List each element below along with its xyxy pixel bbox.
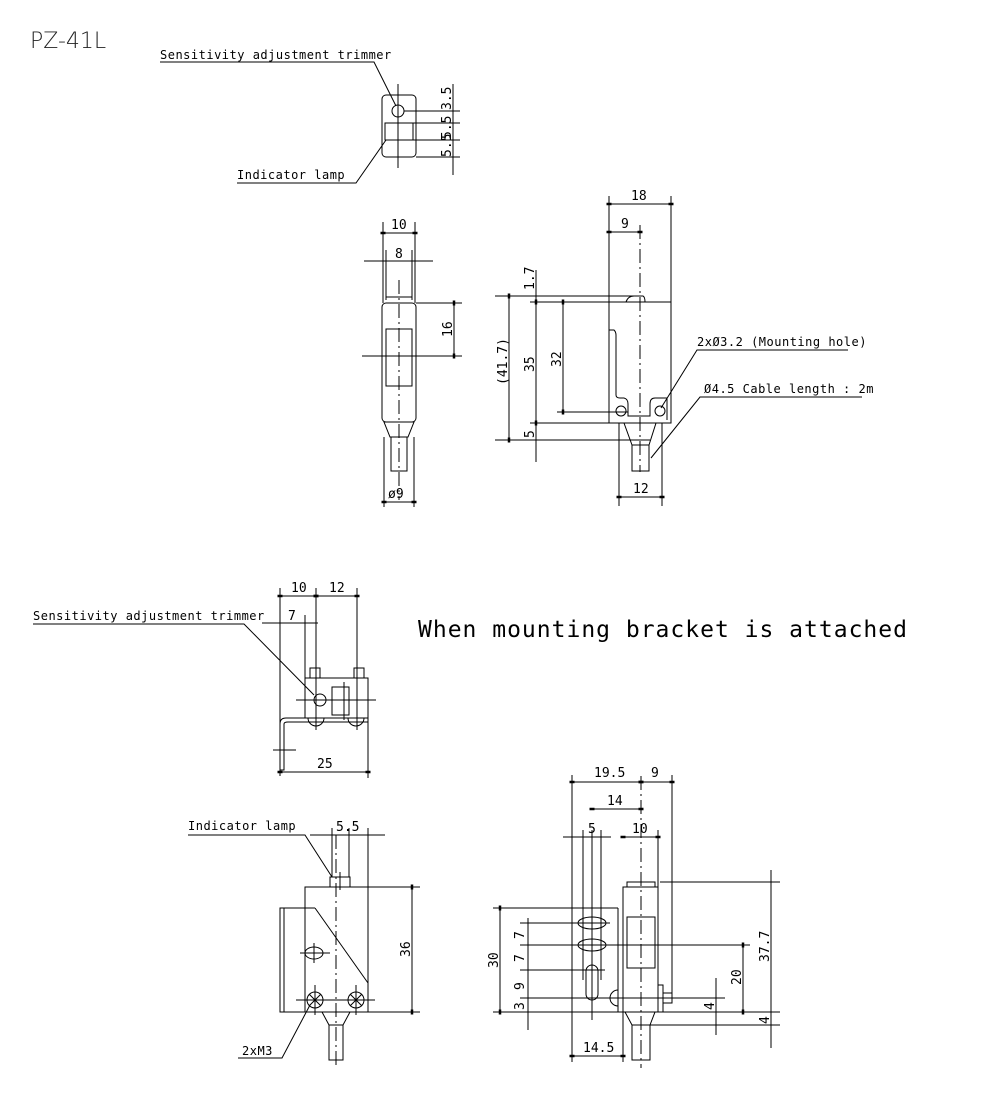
dim-36: 36 [399,941,414,957]
dim-41.7: (41.7) [496,338,511,385]
dim-10: 10 [291,581,307,596]
dim-5.5: 5.5 [336,820,359,835]
dim-7: 7 [288,609,296,624]
dim-5.5: 5.5 [440,116,455,139]
dim-1.7: 1.7 [523,267,538,290]
dim-32: 32 [550,351,565,367]
dim-12: 12 [633,482,649,497]
model-title: PZ-41L [30,29,106,54]
dim-chain-3: 9 [513,982,528,990]
dim-16: 16 [441,321,456,337]
dim-chain-1: 7 [513,931,528,939]
dim-10: 10 [632,822,648,837]
dim-14: 14 [607,794,623,809]
dim-5: 5 [523,430,538,438]
dim-18: 18 [631,189,647,204]
top-view: 3.5 5.5 5.5 Sensitivity adjustment trimm… [160,48,460,184]
bracket-top-view: 10 12 7 25 Sensitivity adjustment trimme… [33,581,376,778]
side-view: 18 9 (41.7) 1.7 35 5 32 12 2xØ3.2 (Mount… [495,189,874,506]
dim-37.7: 37.7 [758,931,773,962]
trimmer-label: Sensitivity adjustment trimmer [160,48,392,62]
dim-4b: 4 [758,1016,773,1024]
bracket-note: When mounting bracket is attached [418,617,908,643]
dim-10: 10 [391,218,407,233]
dim-5: 5 [588,822,596,837]
dim-chain-4: 3 [513,1002,528,1010]
dim-35: 35 [523,356,538,372]
dim-25: 25 [317,757,333,772]
dim-9: 9 [621,217,629,232]
dim-4a: 4 [703,1002,718,1010]
dim-20: 20 [730,969,745,985]
dim-dia9: ø9 [388,487,404,502]
dim-chain-2: 7 [513,954,528,962]
mounting-hole-label: 2xØ3.2 (Mounting hole) [697,335,867,349]
m3-label: 2xM3 [242,1044,273,1058]
bracket-front-view: 5.5 36 Indicator lamp 2xM3 [188,819,420,1068]
dim-12: 12 [329,581,345,596]
cable-label: Ø4.5 Cable length : 2m [704,382,874,396]
lamp-rect [384,122,414,141]
trimmer-label-2: Sensitivity adjustment trimmer [33,609,265,623]
dim-9: 9 [651,766,659,781]
dim-30: 30 [487,952,502,968]
dim-8: 8 [395,247,403,262]
front-view: 10 8 16 ø9 [362,218,462,507]
dim-19.5: 19.5 [594,766,625,781]
dim-5.5b: 5.5 [440,134,455,157]
dim-3.5: 3.5 [440,87,455,110]
lamp-label: Indicator lamp [237,168,345,182]
lamp-label-2: Indicator lamp [188,819,296,833]
bracket-side-view: 19.5 9 14 5 10 14.5 30 7 7 9 3 20 37.7 4… [487,766,780,1068]
dim-14.5: 14.5 [583,1041,614,1056]
